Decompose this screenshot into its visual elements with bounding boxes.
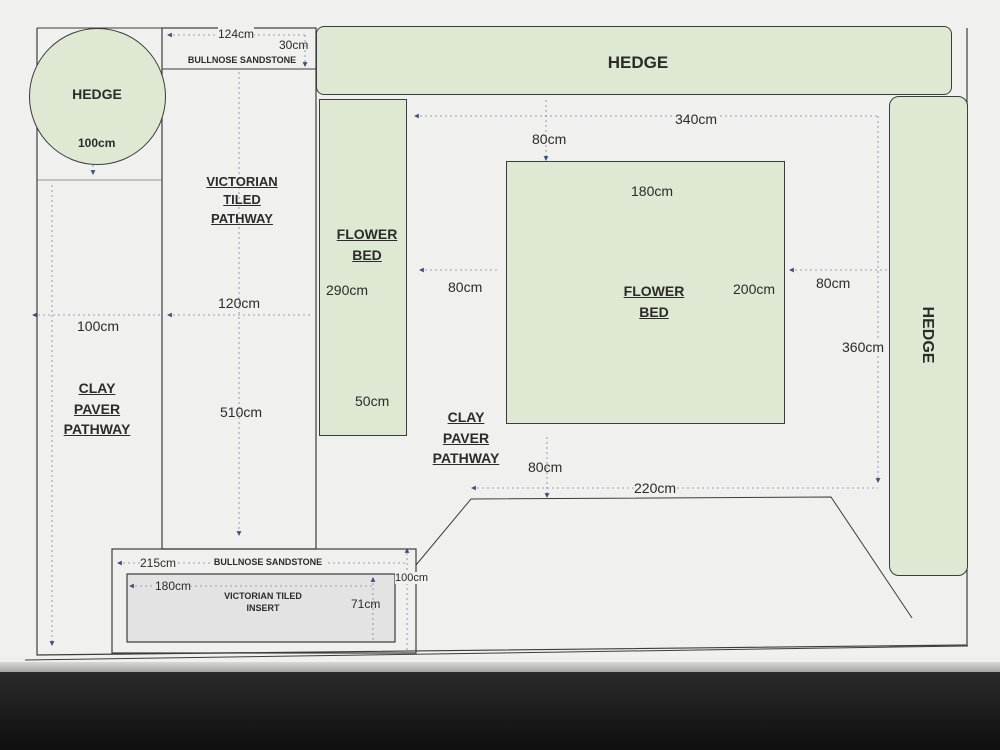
dim-124: 124cm <box>218 27 255 41</box>
dim-80-right: 80cm <box>816 275 851 291</box>
dim-100-circle: 100cm <box>78 136 116 150</box>
hedge-circle <box>29 28 166 165</box>
dim-510: 510cm <box>220 404 263 420</box>
clay-paver-left-line-2: PAVER <box>73 400 121 417</box>
bullnose-bottom-outline <box>111 548 417 654</box>
dim-180-bed: 180cm <box>631 183 674 199</box>
dim-360: 360cm <box>842 339 885 355</box>
monitor-bezel-edge <box>0 662 1000 674</box>
clay-paver-left-line-3: PATHWAY <box>63 421 131 437</box>
clay-paver-center-line-2: PAVER <box>442 429 490 446</box>
flower-bed-left-line-1: FLOWER <box>336 226 398 242</box>
dim-215: 215cm <box>140 556 177 570</box>
victorian-insert-line-1: VICTORIAN TILED <box>224 591 302 601</box>
bullnose-top-label: BULLNOSE SANDSTONE <box>187 55 297 65</box>
victorian-pathway-label: VICTORIAN TILED PATHWAY <box>192 174 292 227</box>
dim-200: 200cm <box>733 281 776 297</box>
dim-50: 50cm <box>355 393 390 409</box>
dim-71: 71cm <box>351 597 381 611</box>
victorian-pathway-line-3: PATHWAY <box>211 210 273 226</box>
dim-30: 30cm <box>279 38 309 52</box>
flower-bed-left-line-2: BED <box>352 246 382 263</box>
hedge-top <box>316 26 952 95</box>
clay-paver-center-line-1: CLAY <box>447 409 485 425</box>
dim-80-top: 80cm <box>532 131 567 147</box>
hedge-circle-label: HEDGE <box>72 86 122 102</box>
hedge-right-label: HEDGE <box>919 306 936 364</box>
flower-bed-left-label: FLOWER BED <box>327 226 407 264</box>
dim-80-left: 80cm <box>448 279 483 295</box>
victorian-pathway-line-2: TILED <box>223 192 261 208</box>
hedge-right <box>889 96 968 576</box>
dim-180-insert: 180cm <box>155 579 192 593</box>
clay-paver-center-label: CLAY PAVER PATHWAY <box>421 409 511 468</box>
monitor-bezel <box>0 672 1000 750</box>
dim-100-insert: 100cm <box>395 572 429 584</box>
hedge-top-label: HEDGE <box>607 53 669 72</box>
victorian-insert-line-2: INSERT <box>246 603 280 613</box>
clay-paver-center-line-3: PATHWAY <box>432 450 500 466</box>
flower-bed-center-line-1: FLOWER <box>623 283 685 299</box>
flower-bed-center-line-2: BED <box>639 303 669 320</box>
boundary-outline <box>36 28 968 656</box>
trapezoid-outline <box>415 496 913 619</box>
victorian-pathway-line-1: VICTORIAN <box>206 174 278 189</box>
dim-290: 290cm <box>326 282 369 298</box>
flower-bed-left <box>319 99 407 436</box>
dim-80-bottom: 80cm <box>528 459 563 475</box>
boundary-bottom <box>24 645 969 661</box>
dim-100-left: 100cm <box>77 318 120 334</box>
dim-220: 220cm <box>634 480 677 496</box>
dim-120: 120cm <box>218 295 261 311</box>
clay-paver-left-line-1: CLAY <box>78 380 116 396</box>
clay-paver-left-label: CLAY PAVER PATHWAY <box>52 380 142 439</box>
victorian-insert-label: VICTORIAN TILED INSERT <box>213 591 313 613</box>
bullnose-bottom-label: BULLNOSE SANDSTONE <box>210 557 326 567</box>
flower-bed-center-label: FLOWER BED <box>614 283 694 321</box>
dim-340: 340cm <box>675 111 718 127</box>
